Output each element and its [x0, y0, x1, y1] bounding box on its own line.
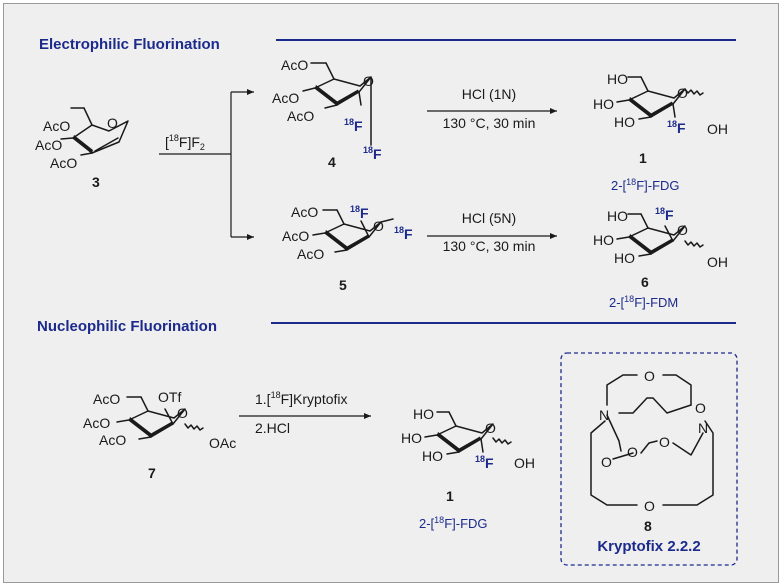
svg-text:O: O: [601, 454, 612, 470]
reagent-hcl-1n: HCl (1N) 130 °C, 30 min: [443, 86, 536, 131]
reagent-hcl-5n: HCl (5N) 130 °C, 30 min: [443, 210, 536, 254]
f18-label: 18F: [475, 454, 494, 471]
svg-text:AcO: AcO: [93, 391, 120, 407]
section-title-nucleophilic: Nucleophilic Fluorination: [37, 318, 217, 335]
cryptand-structure: O O N O O N O O: [590, 368, 714, 514]
svg-text:HO: HO: [607, 208, 628, 224]
compound-number: 1: [446, 488, 454, 504]
compound-number: 6: [641, 274, 649, 290]
compound-number: 8: [644, 518, 652, 534]
f18-label: 18F: [655, 206, 674, 223]
compound-number: 5: [339, 277, 347, 293]
svg-text:130 °C, 30 min: 130 °C, 30 min: [443, 115, 536, 131]
svg-text:HO: HO: [593, 96, 614, 112]
scheme-panel: Electrophilic Fluorination Nucleophilic …: [3, 3, 779, 583]
svg-text:O: O: [677, 85, 688, 101]
section-title-electrophilic: Electrophilic Fluorination: [39, 36, 220, 53]
compound-number: 4: [328, 154, 336, 170]
reaction-scheme: Electrophilic Fluorination Nucleophilic …: [35, 36, 738, 566]
svg-text:O: O: [485, 420, 496, 436]
compound-number: 1: [639, 150, 647, 166]
svg-text:HO: HO: [422, 448, 443, 464]
svg-text:HCl (1N): HCl (1N): [462, 86, 516, 102]
f18-label: 18F: [344, 117, 363, 134]
svg-text:O: O: [677, 222, 688, 238]
svg-text:OAc: OAc: [209, 435, 236, 451]
svg-text:OH: OH: [514, 455, 535, 471]
svg-text:N: N: [698, 420, 708, 436]
svg-text:2.HCl: 2.HCl: [255, 420, 290, 436]
compound-name: 2-[18F]-FDM: [609, 294, 678, 310]
f18-label: 18F: [363, 145, 382, 162]
svg-text:O: O: [363, 73, 374, 89]
svg-text:HO: HO: [593, 232, 614, 248]
f18-label: 18F: [667, 119, 686, 136]
svg-text:OH: OH: [707, 121, 728, 137]
svg-text:O: O: [644, 498, 655, 514]
compound-name: 2-[18F]-FDG: [611, 177, 680, 193]
svg-text:O: O: [695, 400, 706, 416]
compound-name: 2-[18F]-FDG: [419, 515, 488, 531]
svg-text:AcO: AcO: [281, 57, 308, 73]
compound-7: O AcO AcO AcO OTf OAc 7: [83, 389, 236, 481]
compound-number: 7: [148, 465, 156, 481]
ring-oxygen: O: [107, 115, 118, 131]
svg-text:AcO: AcO: [50, 155, 77, 171]
svg-text:HCl (5N): HCl (5N): [462, 210, 516, 226]
compound-4: O AcO AcO AcO 18F 18F 4: [272, 57, 382, 170]
svg-text:O: O: [644, 368, 655, 384]
svg-text:HO: HO: [401, 430, 422, 446]
svg-text:AcO: AcO: [291, 204, 318, 220]
svg-text:OTf: OTf: [158, 389, 181, 405]
svg-text:AcO: AcO: [272, 90, 299, 106]
compound-5: O AcO AcO AcO 18F 18F 5: [282, 204, 413, 293]
svg-text:O: O: [659, 434, 670, 450]
svg-text:O: O: [373, 218, 384, 234]
kryptofix-box: O O N O O N O O 8 Kryptofix 2.2.2: [560, 352, 738, 566]
reagent-f2: [18F]F2: [165, 133, 205, 152]
svg-text:HO: HO: [413, 406, 434, 422]
svg-text:AcO: AcO: [43, 118, 70, 134]
svg-text:N: N: [599, 407, 609, 423]
f18-label: 18F: [350, 204, 369, 221]
svg-text:O: O: [627, 444, 638, 460]
compound-3: O AcO AcO AcO 3: [35, 107, 129, 190]
compound-6-fdm: O HO HO HO OH 18F 6 2-[18F]-FDM: [593, 206, 728, 310]
svg-text:AcO: AcO: [83, 415, 110, 431]
svg-text:1.[18F]Kryptofix: 1.[18F]Kryptofix: [255, 390, 348, 407]
svg-text:OH: OH: [707, 254, 728, 270]
svg-text:HO: HO: [614, 250, 635, 266]
svg-text:AcO: AcO: [297, 246, 324, 262]
f18-label: 18F: [394, 225, 413, 242]
compound-name-kryptofix: Kryptofix 2.2.2: [597, 538, 700, 555]
compound-number: 3: [92, 174, 100, 190]
svg-text:AcO: AcO: [99, 432, 126, 448]
compound-1-fdg-nucleophilic: O HO HO HO OH 18F 1 2-[18F]-FDG: [401, 406, 535, 531]
svg-text:AcO: AcO: [35, 137, 62, 153]
compound-1-fdg: O HO HO HO OH 18F 1 2-[18F]-FDG: [593, 71, 728, 193]
svg-text:[18F]F2: [18F]F2: [165, 133, 205, 152]
svg-text:AcO: AcO: [287, 108, 314, 124]
svg-text:O: O: [177, 405, 188, 421]
svg-text:HO: HO: [607, 71, 628, 87]
svg-text:130 °C, 30 min: 130 °C, 30 min: [443, 238, 536, 254]
svg-text:AcO: AcO: [282, 228, 309, 244]
reagent-kryptofix: 1.[18F]Kryptofix 2.HCl: [255, 390, 348, 436]
svg-text:HO: HO: [614, 114, 635, 130]
